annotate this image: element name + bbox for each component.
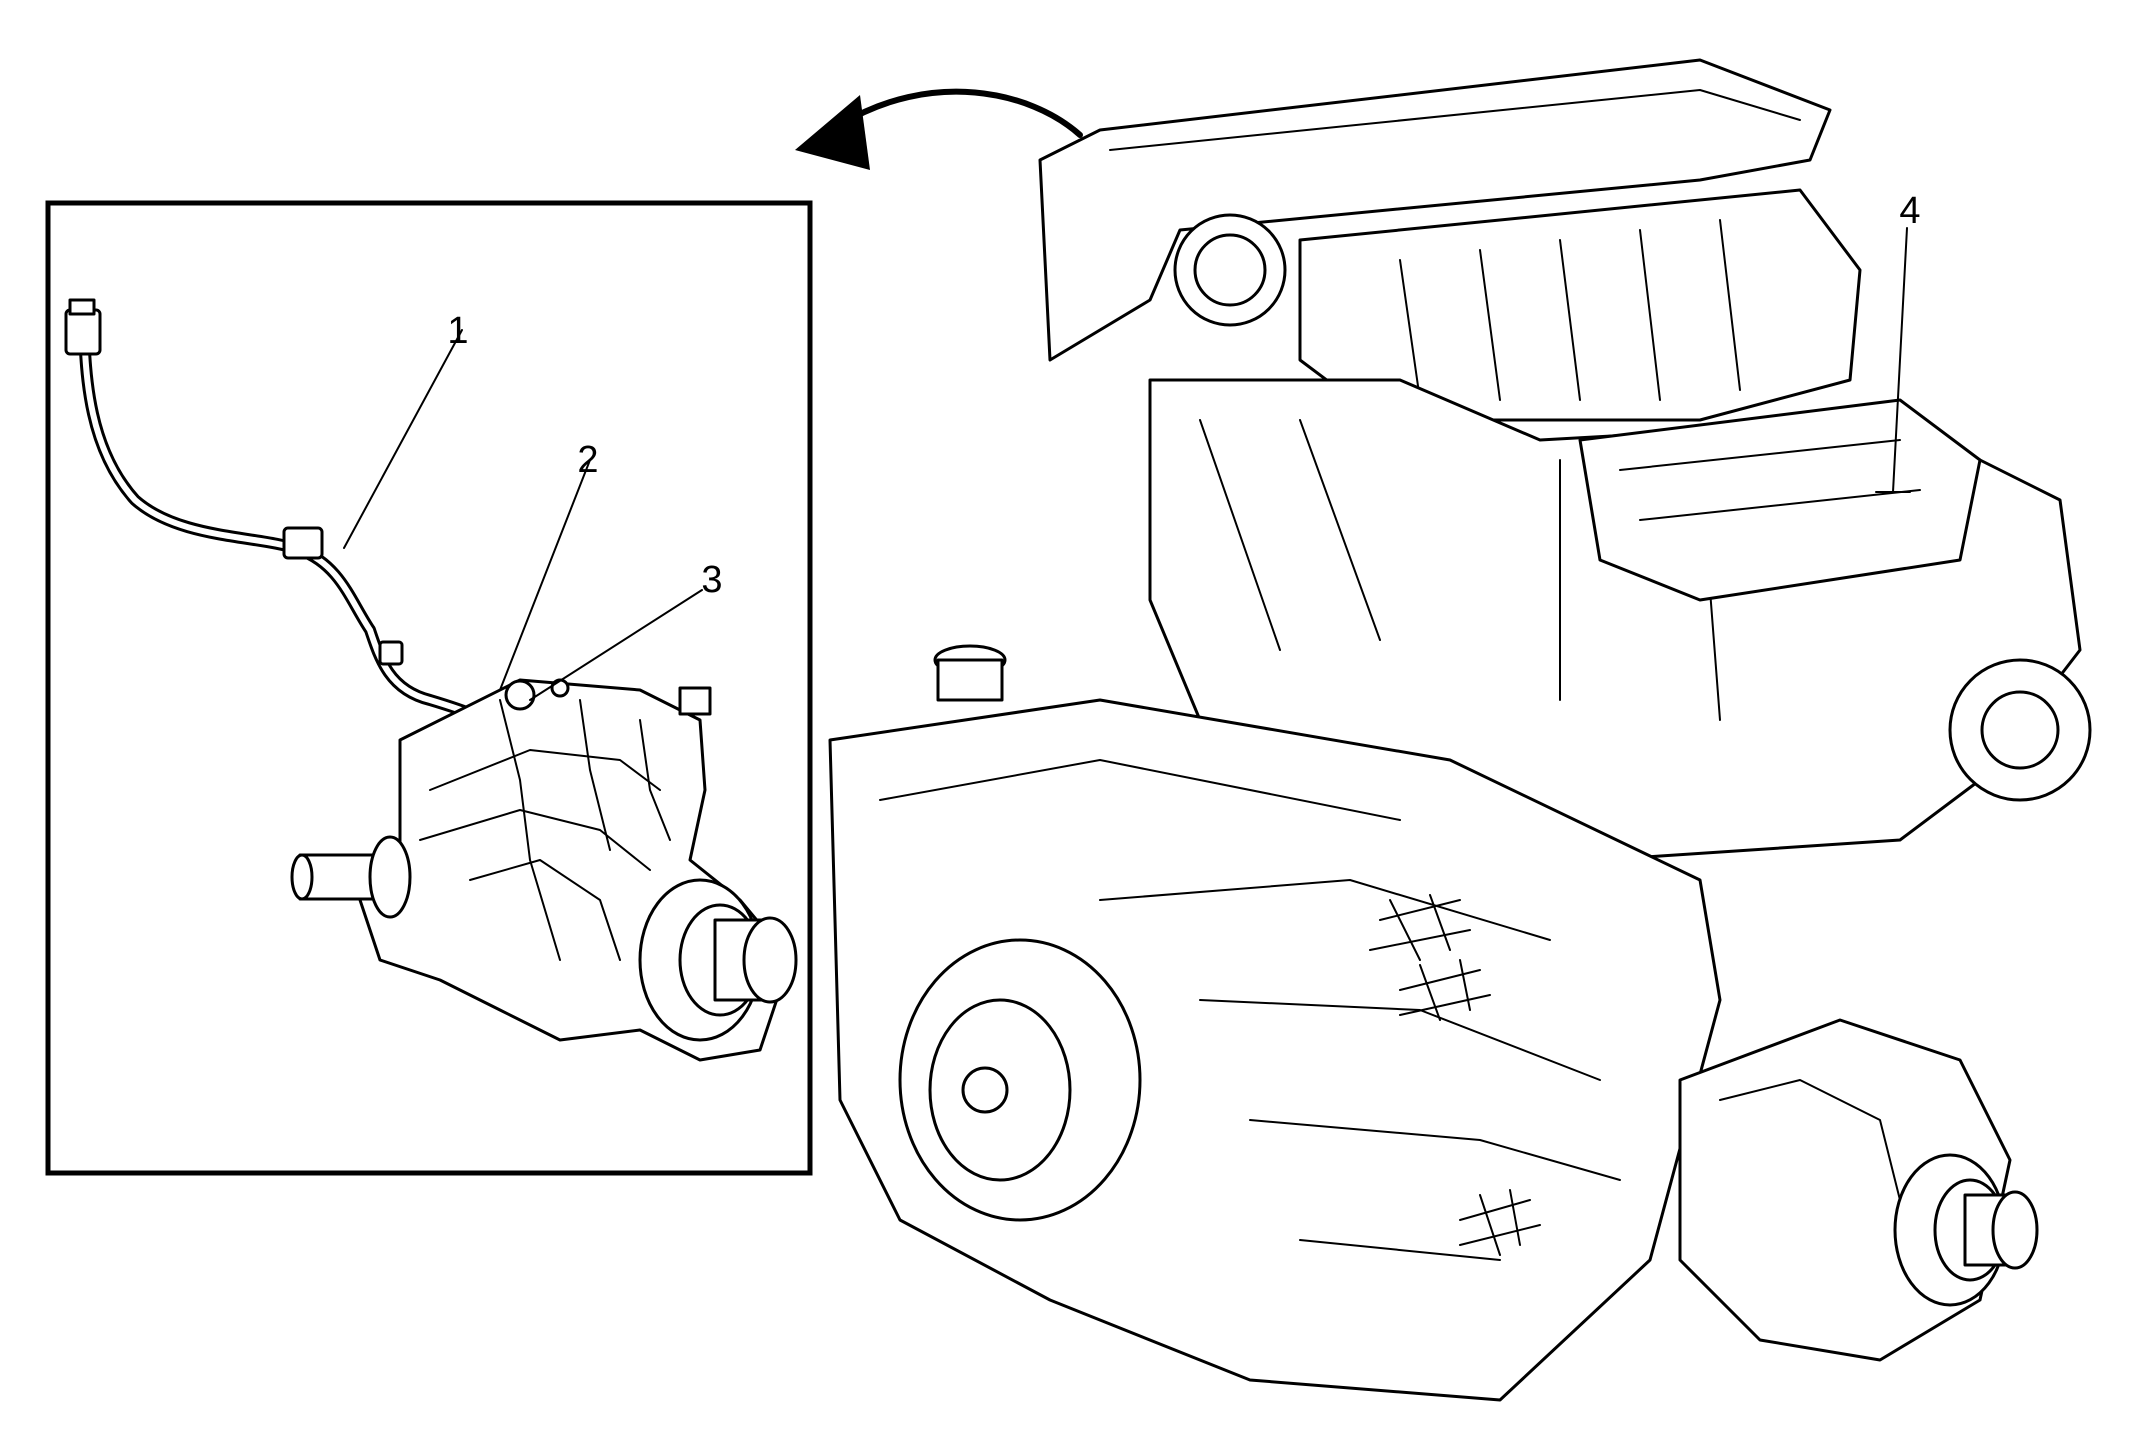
engine-assembly (828, 58, 2092, 1402)
curved-arrow (795, 88, 1083, 170)
callout-3: 3 (701, 559, 722, 601)
callout-leaders-engine (1875, 227, 1911, 493)
transfer-case-detail (290, 678, 798, 1062)
detail-inset-frame (45, 200, 813, 1176)
callout-4: 4 (1899, 190, 1920, 232)
callout-2: 2 (577, 439, 598, 481)
vent-hose-detail (64, 298, 516, 741)
callout-leaders-detail (343, 329, 703, 701)
callout-1: 1 (447, 310, 468, 352)
